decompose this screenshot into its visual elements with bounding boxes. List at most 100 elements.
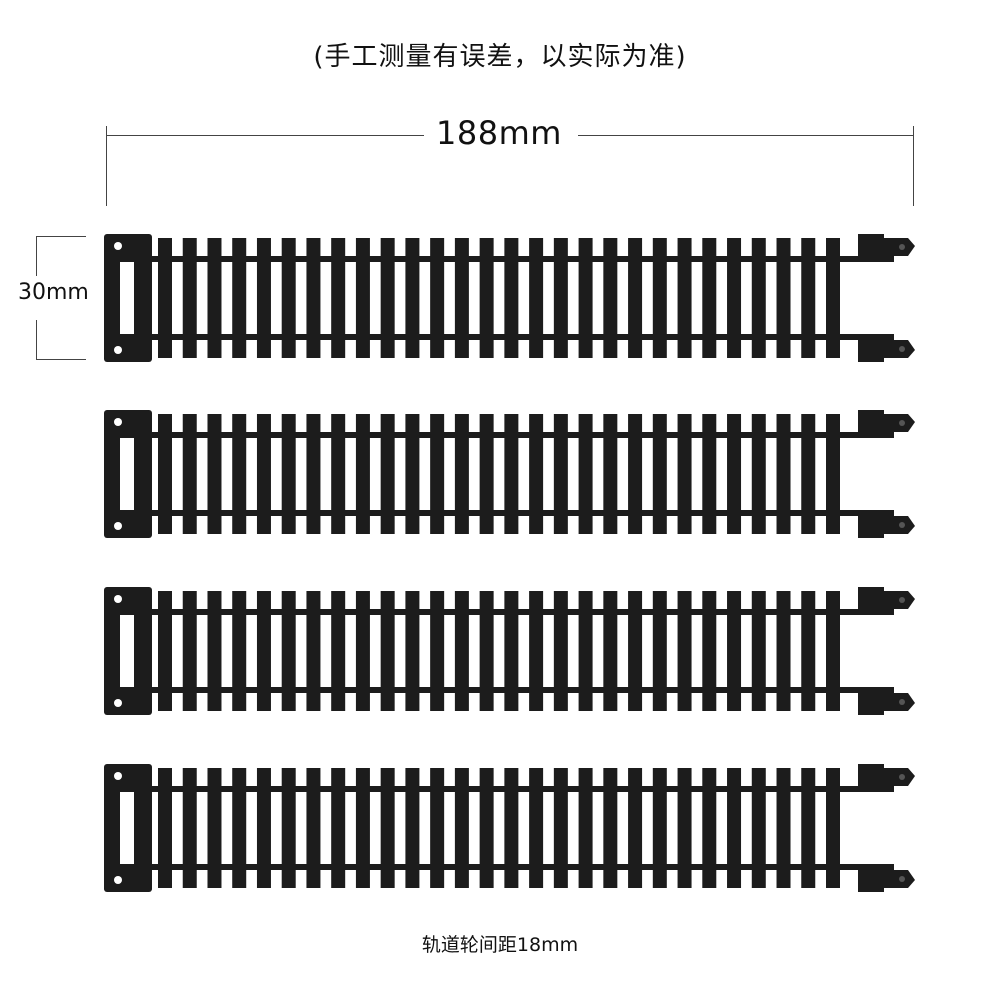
width-dimension: 188mm <box>106 114 914 206</box>
track-tie <box>182 238 197 358</box>
height-dimension: 30mm <box>18 236 108 360</box>
track-tie <box>182 768 197 888</box>
right-end-block-bottom <box>858 687 884 715</box>
track-tie <box>256 238 271 358</box>
connector-clip-bottom <box>880 870 915 888</box>
track-tie <box>702 414 717 534</box>
track-tie <box>430 238 445 358</box>
track-tie <box>529 414 544 534</box>
track-tie <box>281 591 296 711</box>
track-tie <box>355 238 370 358</box>
track-rail-bottom <box>104 864 894 870</box>
right-end-block-bottom <box>858 334 884 362</box>
width-dimension-right-tick <box>913 126 914 206</box>
mounting-hole-top <box>114 418 122 426</box>
track-tie <box>529 768 544 888</box>
track-tie <box>158 414 172 534</box>
track-tie <box>677 768 692 888</box>
track-tie <box>727 768 742 888</box>
track-tie <box>232 238 247 358</box>
track-tie <box>405 768 420 888</box>
connector-clip-bottom <box>880 516 915 534</box>
track-tie <box>578 591 593 711</box>
height-dimension-bottom-line <box>36 320 37 360</box>
track-rail-top <box>104 432 894 438</box>
track-tie <box>553 591 568 711</box>
track-tie <box>430 591 445 711</box>
track-tie <box>826 591 840 711</box>
track-tie <box>652 238 667 358</box>
track-tie <box>751 414 766 534</box>
track-rail-bottom <box>104 334 894 340</box>
track-tie <box>207 238 222 358</box>
width-dimension-left-tick <box>106 126 107 206</box>
track-tie <box>727 414 742 534</box>
track-tie <box>677 591 692 711</box>
left-end-slot <box>120 432 134 516</box>
left-end-foot <box>130 340 152 348</box>
track-tie <box>553 238 568 358</box>
connector-clip-top <box>880 238 915 256</box>
track-tie <box>603 768 618 888</box>
track-tie <box>479 591 494 711</box>
height-dimension-top-tick <box>36 236 86 237</box>
track-tie <box>826 238 840 358</box>
track-tie <box>479 238 494 358</box>
connector-clip-top <box>880 414 915 432</box>
track-tie <box>256 414 271 534</box>
track-tie <box>652 591 667 711</box>
track-svg <box>104 587 915 715</box>
track-tie <box>405 591 420 711</box>
track-tie <box>578 238 593 358</box>
track-tie <box>479 414 494 534</box>
track-tie <box>380 591 395 711</box>
track-tie <box>355 414 370 534</box>
width-dimension-right-line <box>578 135 914 136</box>
connector-pin-bottom <box>899 346 905 352</box>
connector-pin-top <box>899 244 905 250</box>
track-tie <box>430 414 445 534</box>
track-tie <box>603 414 618 534</box>
track-tie <box>454 414 469 534</box>
connector-pin-bottom <box>899 699 905 705</box>
connector-clip-top <box>880 591 915 609</box>
left-end-foot <box>130 516 152 524</box>
mounting-hole-bottom <box>114 346 122 354</box>
track-tie <box>727 591 742 711</box>
track-piece-2 <box>104 410 916 538</box>
track-tie <box>281 768 296 888</box>
height-dimension-top-line <box>36 236 37 276</box>
track-tie <box>232 768 247 888</box>
track-tie <box>801 768 816 888</box>
track-tie <box>182 414 197 534</box>
width-dimension-label: 188mm <box>436 114 562 152</box>
track-tie <box>652 414 667 534</box>
track-tie <box>158 768 172 888</box>
right-end-block-top <box>858 587 884 615</box>
mounting-hole-bottom <box>114 699 122 707</box>
track-rail-bottom <box>104 687 894 693</box>
measurement-note: (手工测量有误差，以实际为准) <box>313 42 687 72</box>
track-tie <box>207 591 222 711</box>
track-tie <box>504 591 519 711</box>
track-tie <box>380 238 395 358</box>
track-tie <box>182 591 197 711</box>
track-tie <box>306 591 321 711</box>
track-tie <box>776 768 791 888</box>
track-tie <box>776 238 791 358</box>
track-tie <box>454 591 469 711</box>
track-tie <box>380 414 395 534</box>
track-tie <box>504 238 519 358</box>
track-tie <box>776 591 791 711</box>
track-tie <box>529 591 544 711</box>
track-tie <box>281 238 296 358</box>
left-end-slot <box>120 256 134 340</box>
track-tie <box>306 414 321 534</box>
track-tie <box>578 414 593 534</box>
track-tie <box>331 238 346 358</box>
track-tie <box>628 414 643 534</box>
wheel-spacing-caption: 轨道轮间距18mm <box>421 934 579 956</box>
track-tie <box>751 768 766 888</box>
track-tie <box>652 768 667 888</box>
left-end-foot <box>130 870 152 878</box>
